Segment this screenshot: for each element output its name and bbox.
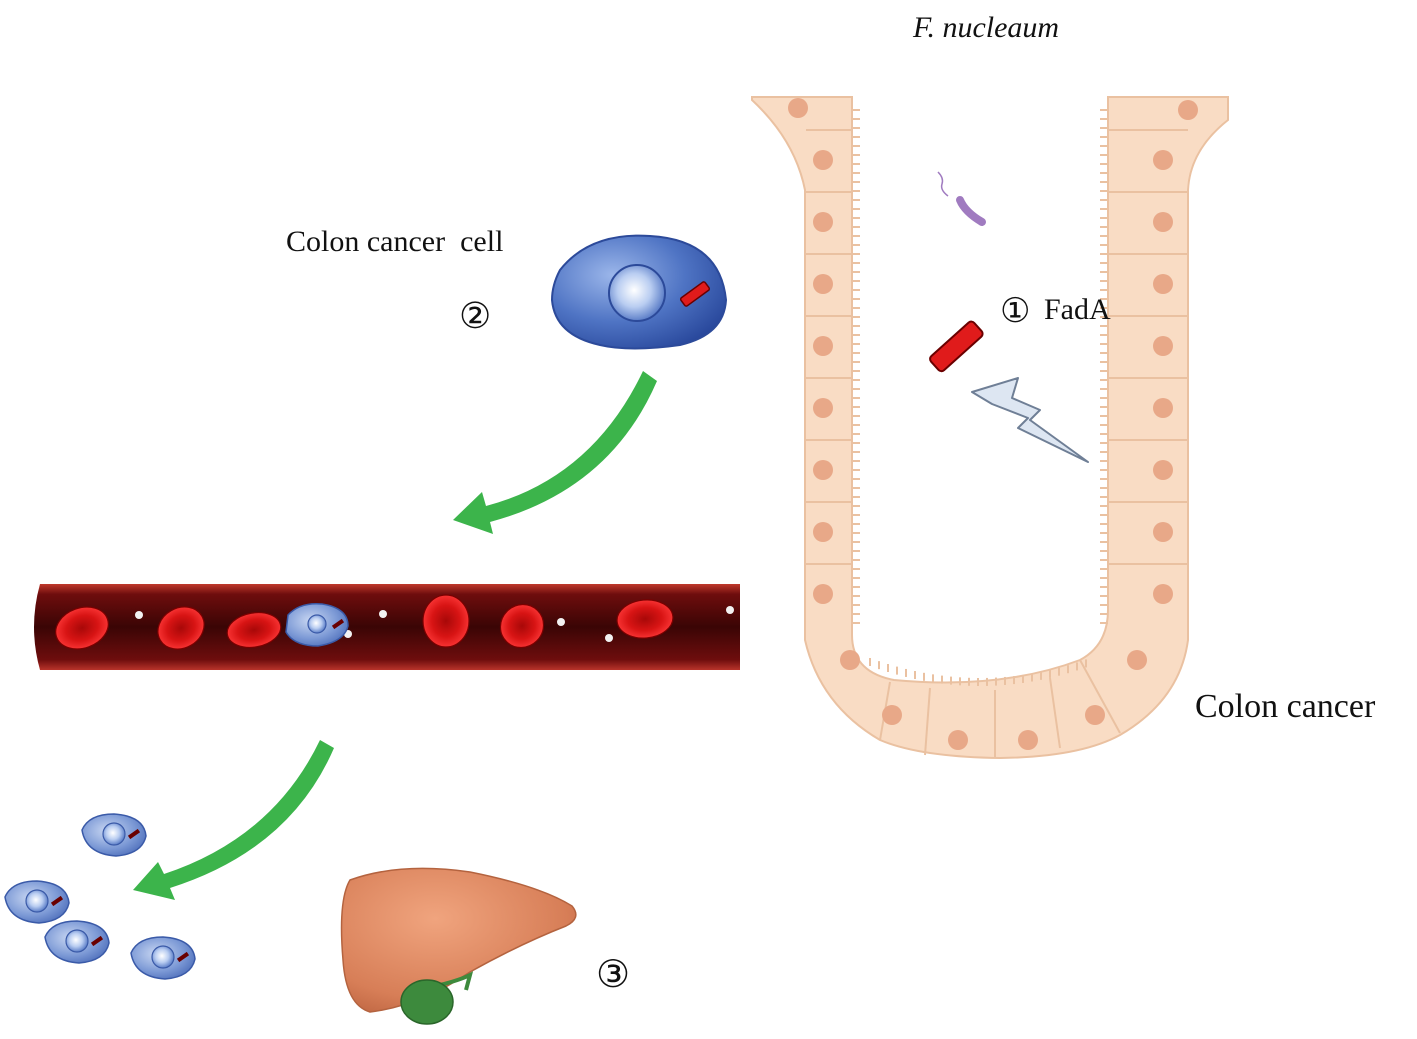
cancer-cell-icon xyxy=(81,813,147,857)
crypt-epithelium xyxy=(751,96,1229,760)
red-blood-cell-icon xyxy=(499,603,545,649)
platelet xyxy=(726,606,734,614)
liver-icon xyxy=(340,867,577,1013)
epithelial-nucleus xyxy=(1018,730,1038,750)
epithelial-nucleus xyxy=(1127,650,1147,670)
red-blood-cell-icon xyxy=(157,606,205,650)
step-3-marker: ③ xyxy=(596,954,630,996)
epithelial-nucleus xyxy=(1153,150,1173,170)
blood-vessel xyxy=(34,584,740,670)
red-blood-cell-icon xyxy=(616,599,674,639)
epithelial-nucleus xyxy=(948,730,968,750)
colon-crypt xyxy=(751,96,1229,760)
arrow-icon xyxy=(133,740,334,900)
cancer-cell-in-vessel xyxy=(285,602,349,647)
platelet xyxy=(135,611,143,619)
platelet xyxy=(557,618,565,626)
epithelial-nucleus xyxy=(1153,274,1173,294)
epithelial-nucleus xyxy=(882,705,902,725)
bacterium-icon xyxy=(937,171,986,226)
epithelial-nucleus xyxy=(1153,584,1173,604)
epithelial-nucleus xyxy=(1178,100,1198,120)
colon-cancer-cell-icon xyxy=(550,234,728,350)
epithelial-nucleus xyxy=(788,98,808,118)
bacterium-label: F. nucleaum xyxy=(912,11,1059,44)
red-blood-cell-icon xyxy=(226,612,282,648)
epithelial-nucleus xyxy=(1085,705,1105,725)
epithelial-nucleus xyxy=(813,150,833,170)
epithelial-nucleus xyxy=(813,274,833,294)
epithelial-nucleus xyxy=(1153,212,1173,232)
fada-toxin-icon xyxy=(929,320,984,373)
red-blood-cell-icon xyxy=(55,606,109,650)
cancer-cell-icon xyxy=(4,880,70,924)
colon-cancer-label: Colon cancer xyxy=(1195,688,1376,725)
epithelial-nucleus xyxy=(813,212,833,232)
lightning-bolt-icon xyxy=(971,377,1089,463)
epithelial-nucleus xyxy=(813,398,833,418)
epithelial-nucleus xyxy=(1153,398,1173,418)
fada-label: FadA xyxy=(1044,293,1111,326)
step-2-marker: ② xyxy=(459,296,491,336)
red-blood-cell-icon xyxy=(422,594,470,648)
epithelial-nucleus xyxy=(1153,522,1173,542)
platelet xyxy=(605,634,613,642)
epithelial-nucleus xyxy=(813,460,833,480)
arrow-icon xyxy=(453,371,657,534)
epithelial-nucleus xyxy=(813,336,833,356)
colon-cancer-cell-label: Colon cancer cell xyxy=(286,225,503,258)
epithelial-nucleus xyxy=(813,584,833,604)
cancer-cell-icon xyxy=(44,920,110,964)
step-1-marker: ① xyxy=(1000,293,1030,330)
gallbladder-icon xyxy=(400,971,474,1025)
cancer-cell-icon xyxy=(130,936,196,980)
platelet xyxy=(379,610,387,618)
epithelial-nucleus xyxy=(1153,460,1173,480)
epithelial-nucleus xyxy=(1153,336,1173,356)
epithelial-nucleus xyxy=(840,650,860,670)
epithelial-nucleus xyxy=(813,522,833,542)
